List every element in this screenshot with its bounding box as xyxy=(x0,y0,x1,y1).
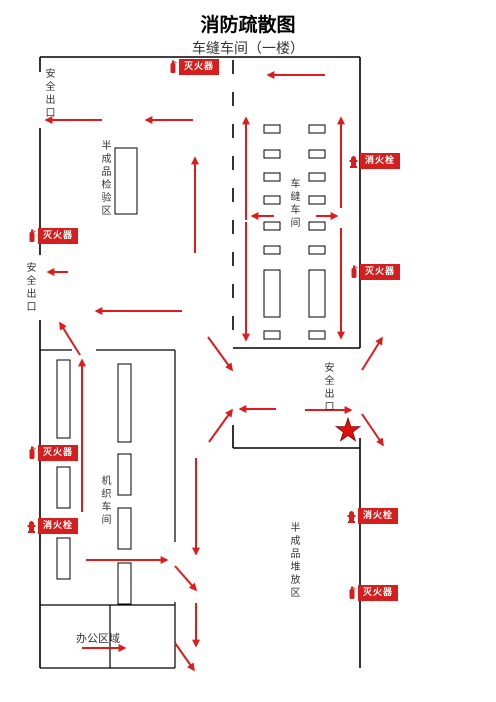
hydrant-sign: 消火栓 xyxy=(27,518,79,534)
exit-label-center: 安全出口 xyxy=(322,362,333,414)
knitting-machines xyxy=(56,359,132,605)
star-icon xyxy=(334,416,362,442)
sewing-machines xyxy=(263,124,326,340)
fire-extinguisher-icon xyxy=(27,229,36,243)
knitting-room-walls xyxy=(40,349,176,669)
arrow xyxy=(59,321,81,356)
arrow xyxy=(361,413,384,447)
exit-label-top-left: 安全出口 xyxy=(43,68,54,120)
evacuation-arrows xyxy=(44,71,384,672)
exit-label-left-mid: 安全出口 xyxy=(24,262,35,314)
extinguisher-sign: 灭火器 xyxy=(347,585,399,601)
fire-extinguisher-icon xyxy=(27,446,36,460)
inspection-table xyxy=(114,147,138,215)
extinguisher-sign: 灭火器 xyxy=(168,59,220,75)
arrow xyxy=(174,642,195,672)
walls xyxy=(39,56,361,668)
label-knitting-workshop: 机织车间 xyxy=(99,475,110,527)
arrow xyxy=(208,408,233,443)
label-finished-inspection: 半成品检验区 xyxy=(99,140,110,218)
fire-extinguisher-icon xyxy=(168,60,177,74)
map-subtitle: 车缝车间（一楼） xyxy=(192,41,304,57)
fire-hydrant-icon xyxy=(349,154,358,168)
fire-extinguisher-icon xyxy=(347,586,356,600)
fire-hydrant-icon xyxy=(27,519,36,533)
map-title: 消防疏散图 xyxy=(200,14,296,36)
label-sewing-workshop: 车缝车间 xyxy=(288,178,299,230)
extinguisher-sign: 灭火器 xyxy=(27,228,79,244)
label-finished-storage: 半成品堆放区 xyxy=(288,522,299,600)
extinguisher-sign: 灭火器 xyxy=(349,264,401,280)
label-office: 办公区域 xyxy=(76,632,120,645)
extinguisher-sign: 灭火器 xyxy=(27,445,79,461)
hydrant-sign: 消火栓 xyxy=(347,508,399,524)
fire-extinguisher-icon xyxy=(349,265,358,279)
arrow xyxy=(361,336,383,371)
hydrant-sign: 消火栓 xyxy=(349,153,401,169)
fire-hydrant-icon xyxy=(347,509,356,523)
arrow xyxy=(207,336,233,372)
arrow xyxy=(174,565,198,592)
